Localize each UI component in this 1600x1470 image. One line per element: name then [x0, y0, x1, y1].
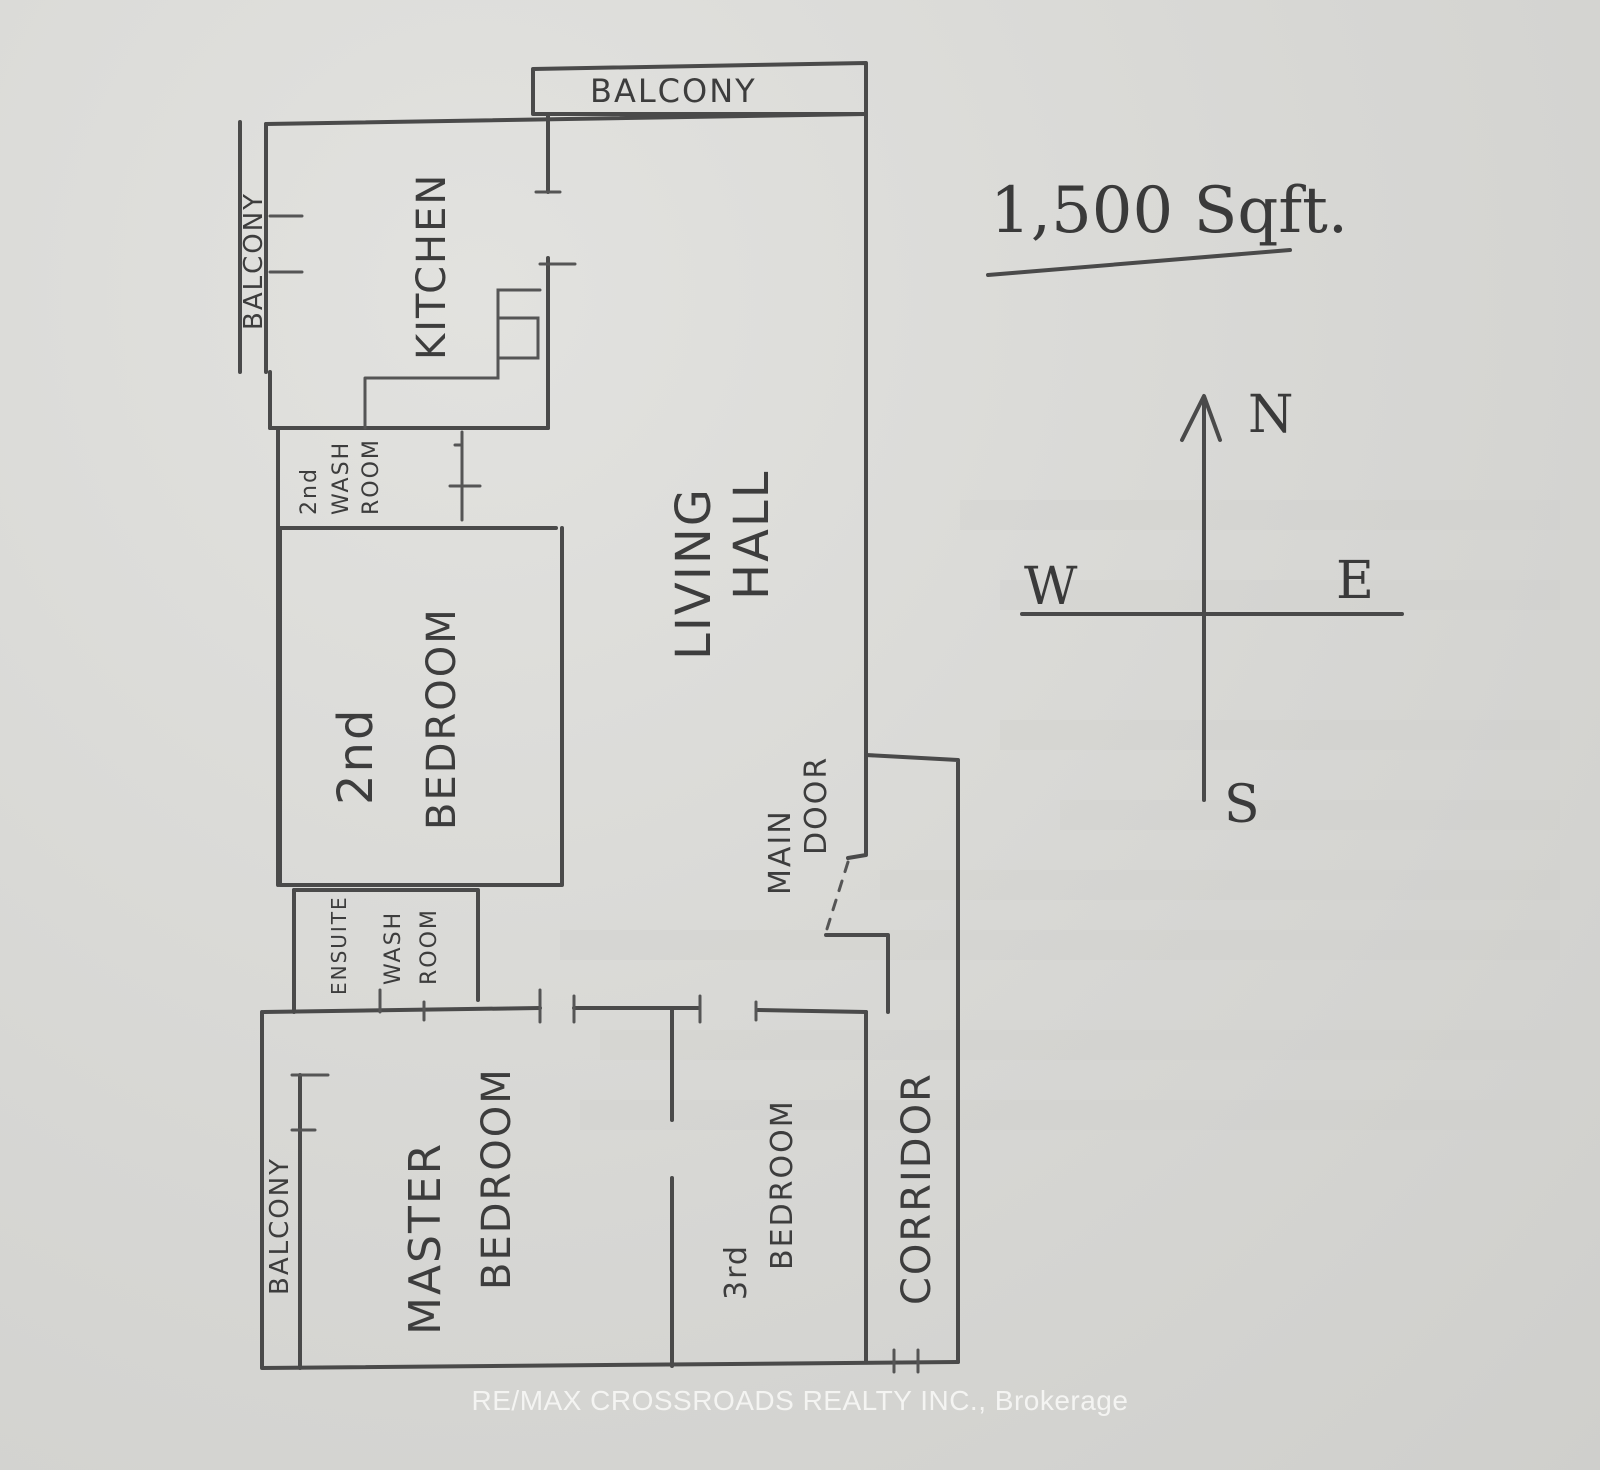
washroom-2nd-line3: ROOM	[359, 438, 384, 515]
area-underline	[986, 248, 1292, 277]
bedroom-3rd-line2: BEDROOM	[765, 1099, 800, 1270]
bedroom-3rd-line1: 3rd	[719, 1244, 754, 1300]
washroom-2nd-line2: WASH	[329, 441, 354, 515]
ensuite-line1: ENSUITE	[327, 895, 351, 995]
balcony-master-label: BALCONY	[265, 1157, 295, 1295]
balcony-left-label: BALCONY	[239, 192, 269, 330]
bedroom-2nd-line2: BEDROOM	[419, 607, 465, 830]
ensuite-line2: WASH	[381, 911, 406, 985]
brokerage-watermark: RE/MAX CROSSROADS REALTY INC., Brokerage	[471, 1385, 1129, 1416]
compass-west-icon: W	[1024, 557, 1078, 617]
compass-south-icon: S	[1224, 775, 1260, 835]
master-line2: BEDROOM	[474, 1067, 520, 1290]
compass-north-icon: N	[1248, 385, 1294, 445]
living-line1: LIVING	[666, 487, 722, 660]
compass: N S E W	[1020, 385, 1404, 835]
balcony-top-label: BALCONY	[590, 72, 757, 110]
paper-bleed-through	[560, 500, 1560, 1130]
living-line2: HALL	[724, 470, 780, 600]
washroom-2nd-line1: 2nd	[297, 467, 322, 515]
compass-east-icon: E	[1336, 551, 1374, 611]
main-door-line2: DOOR	[799, 756, 834, 855]
corridor-label: CORRIDOR	[894, 1072, 940, 1305]
main-door-line1: MAIN	[763, 809, 798, 895]
ensuite-line3: ROOM	[417, 908, 442, 985]
master-line1: MASTER	[400, 1142, 451, 1335]
kitchen-label: KITCHEN	[409, 173, 455, 360]
bedroom-2nd-line1: 2nd	[328, 708, 384, 805]
walls	[238, 61, 960, 1374]
area-label: 1,500 Sqft.	[990, 174, 1348, 248]
